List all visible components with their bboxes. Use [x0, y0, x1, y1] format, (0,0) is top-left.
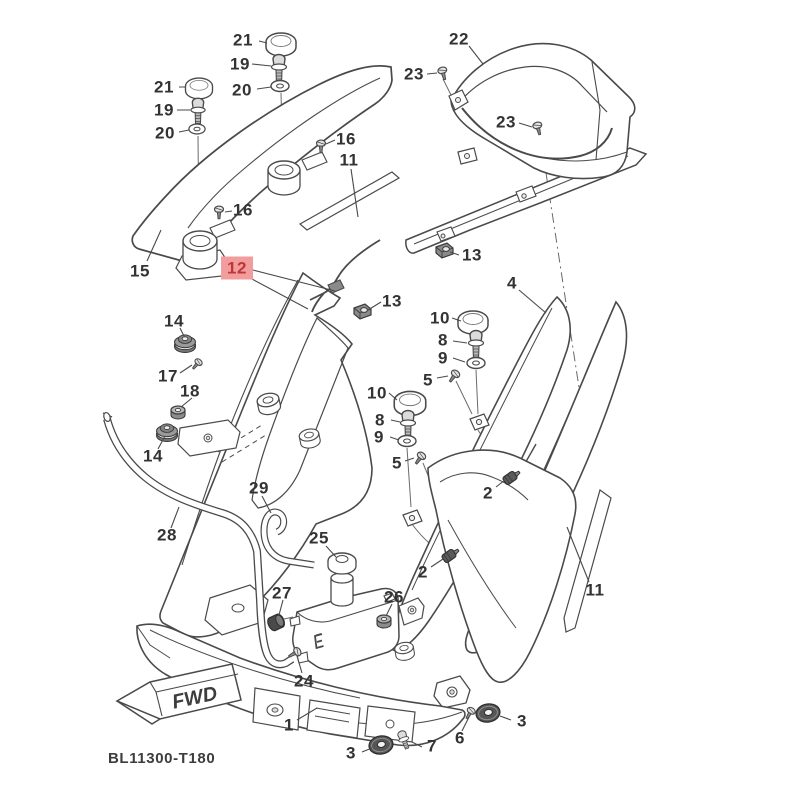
part-label-16[interactable]: 16 [233, 200, 253, 220]
part-label-24[interactable]: 24 [294, 671, 314, 691]
part-label-6[interactable]: 6 [455, 728, 465, 748]
part-label-22[interactable]: 22 [449, 29, 469, 49]
part-label-4[interactable]: 4 [507, 273, 517, 293]
part-label-23[interactable]: 23 [404, 64, 424, 84]
part-stripe-11-bottom [563, 489, 612, 633]
part-pipe-29 [260, 508, 315, 569]
part-label-3[interactable]: 3 [517, 711, 527, 731]
part-label-14[interactable]: 14 [143, 446, 163, 466]
part-label-8[interactable]: 8 [375, 410, 385, 430]
part-label-10[interactable]: 10 [430, 308, 450, 328]
fwd-arrow-icon: FWD [115, 663, 242, 725]
part-label-20[interactable]: 20 [232, 80, 252, 100]
part-hose-28 [102, 411, 295, 669]
part-label-10[interactable]: 10 [367, 383, 387, 403]
part-label-11[interactable]: 11 [585, 580, 605, 600]
part-label-19[interactable]: 19 [230, 54, 250, 74]
part-label-21[interactable]: 21 [233, 30, 253, 50]
part-tail-cover-22 [448, 42, 636, 180]
part-label-29[interactable]: 29 [249, 478, 269, 498]
part-stripe-11-top [298, 171, 401, 231]
part-label-3[interactable]: 3 [346, 743, 356, 763]
part-side-cover-12 [159, 239, 381, 638]
part-label-13[interactable]: 13 [462, 245, 482, 265]
part-label-16[interactable]: 16 [336, 129, 356, 149]
part-label-9[interactable]: 9 [374, 427, 384, 447]
part-label-12-selected[interactable]: 12 [221, 256, 253, 280]
part-label-1[interactable]: 1 [284, 715, 294, 735]
part-label-7[interactable]: 7 [427, 736, 437, 756]
part-label-13[interactable]: 13 [382, 291, 402, 311]
part-label-2[interactable]: 2 [483, 483, 493, 503]
part-label-21[interactable]: 21 [154, 77, 174, 97]
part-label-19[interactable]: 19 [154, 100, 174, 120]
diagram-code: BL11300-T180 [108, 750, 216, 767]
part-label-17[interactable]: 17 [158, 366, 178, 386]
part-label-5[interactable]: 5 [392, 453, 402, 473]
part-label-18[interactable]: 18 [180, 381, 200, 401]
part-label-26[interactable]: 26 [384, 587, 404, 607]
part-grab-rail-15 [131, 65, 393, 281]
part-label-5[interactable]: 5 [423, 370, 433, 390]
leader-lines [146, 40, 590, 753]
part-reservoir-tank [289, 552, 425, 671]
part-label-25[interactable]: 25 [309, 528, 329, 548]
part-bottom-right-cover [427, 449, 577, 709]
part-label-20[interactable]: 20 [155, 123, 175, 143]
part-label-14[interactable]: 14 [164, 311, 184, 331]
part-label-15[interactable]: 15 [130, 261, 150, 281]
part-label-8[interactable]: 8 [438, 330, 448, 350]
part-label-9[interactable]: 9 [438, 348, 448, 368]
part-label-11[interactable]: 11 [339, 150, 359, 170]
part-label-28[interactable]: 28 [157, 525, 177, 545]
part-label-2[interactable]: 2 [418, 562, 428, 582]
part-label-27[interactable]: 27 [272, 583, 292, 603]
part-label-23[interactable]: 23 [496, 112, 516, 132]
